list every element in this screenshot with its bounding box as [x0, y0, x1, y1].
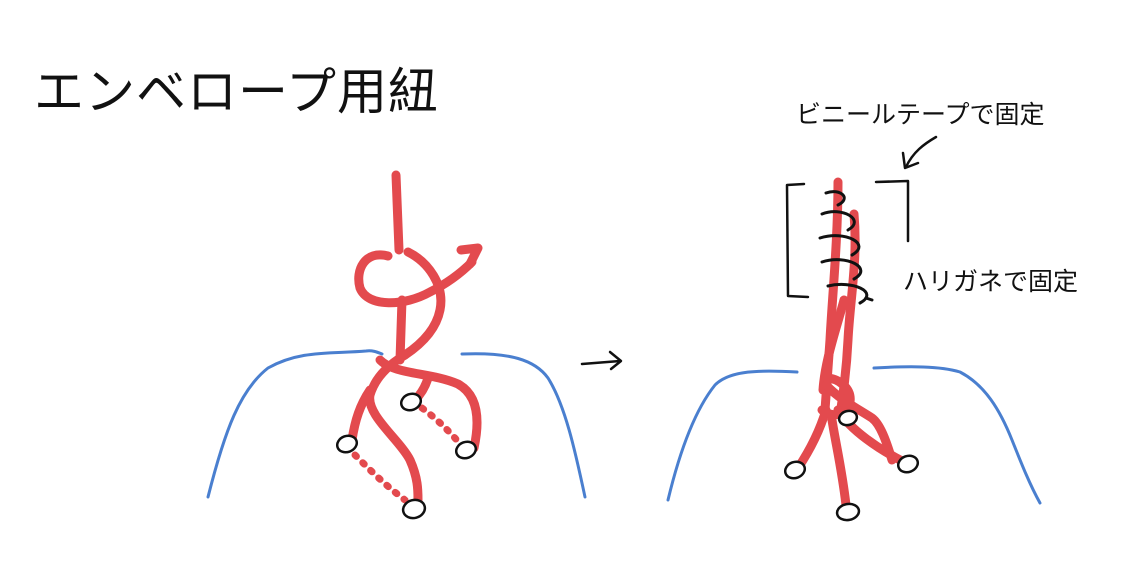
tape-bracket: [785, 179, 910, 299]
cord-knot-left: [347, 170, 483, 505]
wire-coil: [818, 190, 874, 305]
cord-bundle-right: [793, 177, 909, 510]
cord-ends-left: [335, 392, 478, 520]
envelope-top-right: [666, 365, 1042, 505]
cord-ends-right: [783, 409, 920, 522]
arrow-right-icon: [580, 350, 623, 371]
cord-dotted-paths-left: [351, 404, 466, 504]
page-title: エンベロープ用紐: [34, 63, 439, 121]
label-vinyl-tape: ビニールテープで固定: [796, 100, 1045, 129]
label-wire: ハリガネで固定: [903, 267, 1079, 296]
envelope-top-left: [206, 349, 587, 499]
curved-arrow-icon: [901, 135, 938, 170]
